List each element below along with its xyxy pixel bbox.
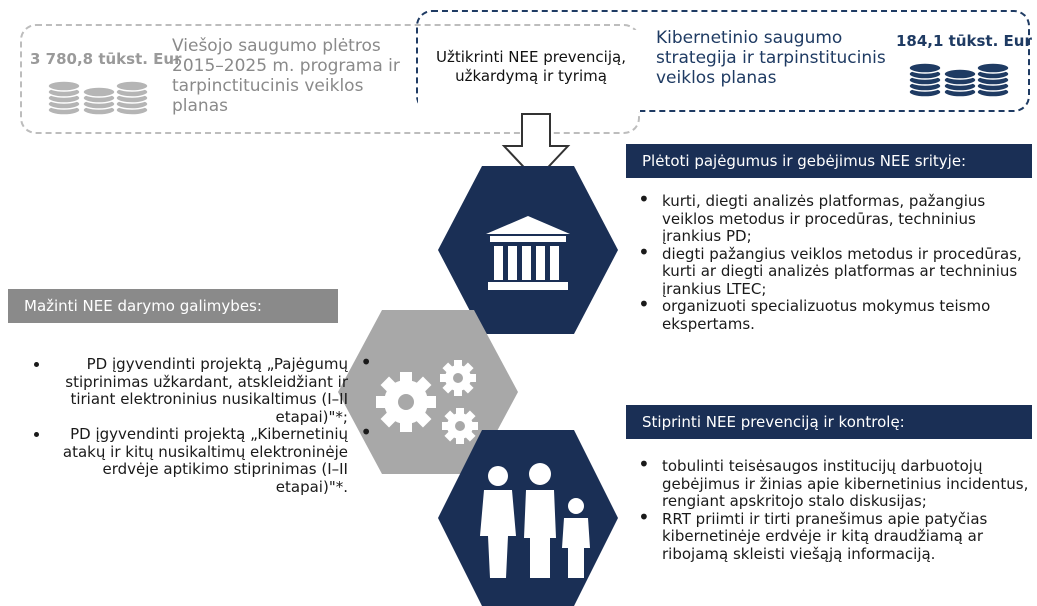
- list-item: PD įgyvendinti projektą „Pajėgumų stipri…: [50, 354, 376, 426]
- section3-title: Stiprinti NEE prevenciją ir kontrolę:: [626, 405, 1032, 439]
- coins-icon: [908, 62, 1010, 98]
- section2-hexagon: [338, 310, 518, 474]
- list-item: kurti, diegti analizės platformas, pažan…: [632, 191, 1032, 246]
- list-item: diegti pažangius veiklos metodus ir proc…: [632, 244, 1032, 299]
- coins-icon: [47, 80, 149, 116]
- list-item: RRT priimti ir tirti pranešimus apie pat…: [632, 509, 1032, 564]
- right-strategy-box: [416, 10, 1030, 112]
- section1-title: Plėtoti pajėgumus ir gebėjimus NEE srity…: [626, 144, 1032, 178]
- arrow-down-icon: [501, 113, 571, 182]
- list-item: tobulinti teisėsaugos institucijų darbuo…: [632, 456, 1032, 511]
- list-item: PD įgyvendinti projektą „Kibernetinių at…: [50, 424, 376, 496]
- left-amount: 3 780,8 tūkst. Eur: [30, 50, 182, 68]
- section3-hexagon: [438, 430, 618, 606]
- gears-icon: [376, 360, 478, 444]
- right-amount: 184,1 tūkst. Eur: [896, 32, 1032, 50]
- building-icon: [486, 216, 570, 290]
- left-program-text: Viešojo saugumo plėtros 2015–2025 m. pro…: [172, 36, 400, 116]
- center-goal-text: Užtikrinti NEE prevenciją, užkardymą ir …: [436, 48, 626, 85]
- family-icon: [480, 463, 590, 578]
- list-item: organizuoti specializuotus mokymus teism…: [632, 296, 1032, 333]
- section2-title: Mažinti NEE darymo galimybes:: [8, 289, 338, 323]
- section1-bullets: kurti, diegti analizės platformas, pažan…: [632, 191, 1032, 333]
- right-strategy-text: Kibernetinio saugumo strategija ir tarpi…: [656, 28, 886, 88]
- section2-bullets: PD įgyvendinti projektą „Pajėgumų stipri…: [10, 354, 376, 496]
- center-goal-box: [418, 30, 640, 112]
- section1-hexagon: [438, 166, 618, 334]
- section3-bullets: tobulinti teisėsaugos institucijų darbuo…: [632, 456, 1032, 564]
